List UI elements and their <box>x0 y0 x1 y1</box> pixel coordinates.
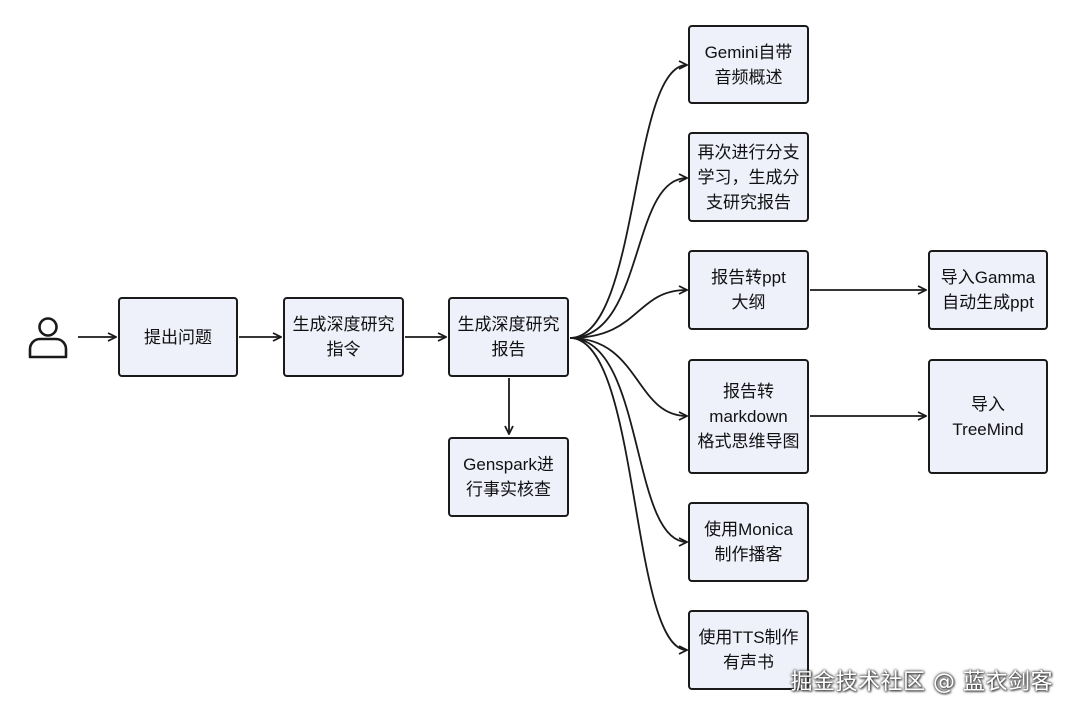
user-icon <box>28 317 68 359</box>
arrow-report-to-gemini <box>569 65 687 339</box>
node-gen-instruction: 生成深度研究 指令 <box>283 297 404 377</box>
node-monica-podcast: 使用Monica 制作播客 <box>688 502 809 582</box>
node-treemind: 导入 TreeMind <box>928 359 1048 474</box>
node-branch-study: 再次进行分支 学习，生成分 支研究报告 <box>688 132 809 222</box>
arrow-report-to-monica <box>569 337 687 542</box>
node-report-to-markdown: 报告转 markdown 格式思维导图 <box>688 359 809 474</box>
node-gen-report: 生成深度研究 报告 <box>448 297 569 377</box>
node-ask-question: 提出问题 <box>118 297 238 377</box>
arrow-report-to-tts <box>569 337 687 650</box>
node-report-to-ppt: 报告转ppt 大纲 <box>688 250 809 330</box>
node-gamma-ppt: 导入Gamma 自动生成ppt <box>928 250 1048 330</box>
node-tts-audiobook: 使用TTS制作 有声书 <box>688 610 809 690</box>
watermark: 掘金技术社区 @ 蓝衣剑客 <box>790 670 1053 695</box>
node-genspark-check: Genspark进 行事实核查 <box>448 437 569 517</box>
arrow-report-to-markdown <box>569 337 687 416</box>
arrow-report-to-branch <box>569 178 687 339</box>
node-gemini-audio: Gemini自带 音频概述 <box>688 25 809 104</box>
arrow-report-to-ppt <box>569 290 687 339</box>
